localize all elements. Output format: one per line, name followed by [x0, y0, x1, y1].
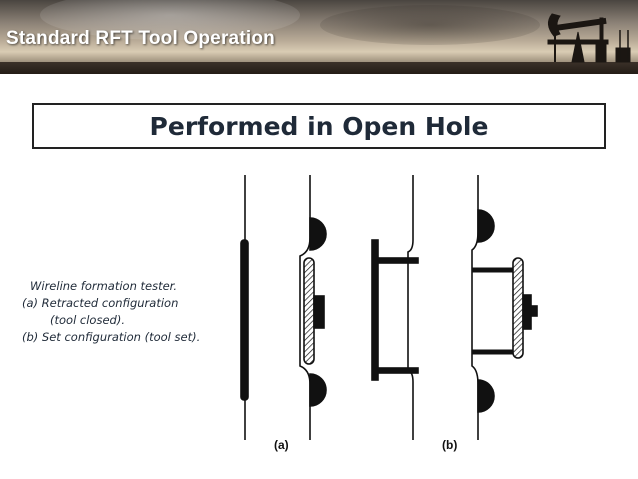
rft-tool-diagram: (a) (b): [220, 170, 560, 460]
slide-heading-box: Performed in Open Hole: [32, 103, 606, 149]
diagram-b: [372, 175, 537, 440]
slide-heading: Performed in Open Hole: [150, 112, 489, 141]
caption-line: Wireline formation tester.: [22, 278, 200, 295]
figure-caption: Wireline formation tester. (a) Retracted…: [22, 278, 200, 346]
header-banner: Standard RFT Tool Operation: [0, 0, 638, 74]
diagram-label-a: (a): [274, 438, 289, 452]
caption-line: (tool closed).: [22, 312, 200, 329]
header-title: Standard RFT Tool Operation: [6, 28, 275, 50]
caption-line: (b) Set configuration (tool set).: [22, 329, 200, 346]
caption-line: (a) Retracted configuration: [22, 295, 200, 312]
diagram-a: [241, 175, 326, 440]
diagram-label-b: (b): [442, 438, 457, 452]
